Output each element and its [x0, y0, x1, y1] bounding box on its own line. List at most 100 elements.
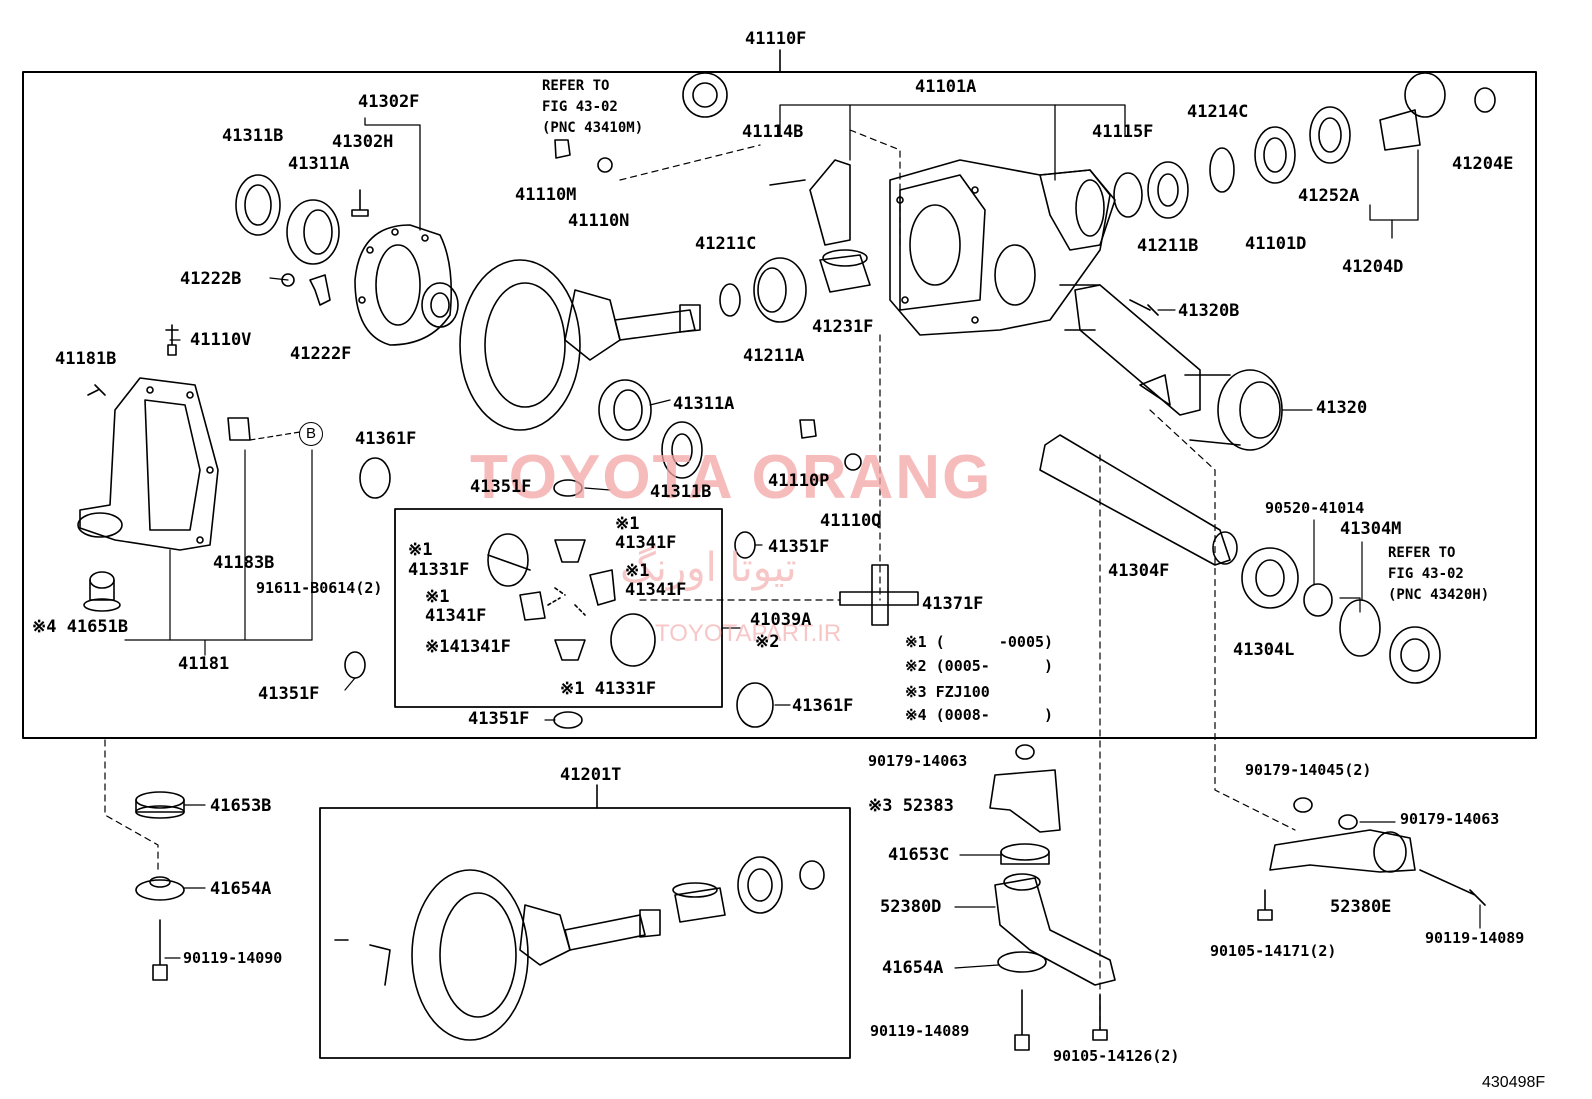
legend-line-2: ※2 (0005- )	[905, 657, 1054, 675]
pinion-41341F-b-drawing	[589, 569, 616, 606]
part-label-41304L[interactable]: 41304L	[1233, 640, 1295, 660]
part-label-41214C[interactable]: 41214C	[1187, 102, 1249, 122]
part-label-90119-14090[interactable]: 90119-14090	[183, 949, 283, 967]
bracket-52380E-drawing	[1269, 829, 1416, 873]
part-label-41320[interactable]: 41320	[1316, 398, 1368, 418]
part-label-90105-14126[interactable]: 90105-14126(2)	[1053, 1047, 1180, 1065]
part-label-41331F-lower[interactable]: ※1 41331F	[560, 679, 657, 699]
part-label-41341F-d[interactable]: ※141341F	[425, 637, 511, 657]
part-label-90119-14089[interactable]: 90119-14089	[870, 1022, 970, 1040]
part-label-41331F-upper[interactable]: ※1 41331F	[408, 540, 470, 580]
pinion-41341F-c-drawing	[519, 591, 546, 621]
part-label-41181B[interactable]: 41181B	[55, 349, 117, 369]
pinion-shaft-41039A-drawing	[547, 587, 586, 616]
part-label-90520-41014[interactable]: 90520-41014	[1265, 499, 1365, 517]
part-label-41114B[interactable]: 41114B	[742, 122, 804, 142]
part-label-41304M[interactable]: 41304M	[1340, 519, 1402, 539]
washer-41351F-left-drawing	[344, 651, 366, 679]
part-label-41351F-bottom[interactable]: 41351F	[468, 709, 530, 729]
bolt-41181B-drawing	[87, 384, 106, 396]
assembly-label: 41110F	[745, 29, 807, 49]
part-label-41302H[interactable]: 41302H	[332, 132, 394, 152]
part-label-41341F-c[interactable]: ※1 41341F	[425, 587, 487, 626]
housing-leader-lines	[779, 104, 1126, 136]
part-label-41204D[interactable]: 41204D	[1342, 257, 1404, 277]
part-label-41311B[interactable]: 41311B	[222, 126, 284, 146]
part-label-41311A-lower[interactable]: 41311A	[673, 394, 735, 414]
part-label-41351F-right[interactable]: 41351F	[768, 537, 830, 557]
part-label-41204E[interactable]: 41204E	[1452, 154, 1514, 174]
shim-41211C-drawing	[719, 283, 741, 317]
seal-41101D-drawing	[1254, 126, 1296, 184]
side-gear-41331F-lower-drawing	[610, 613, 656, 667]
part-label-note-2: ※2	[755, 632, 780, 652]
part-label-41211C[interactable]: 41211C	[695, 234, 757, 254]
part-label-41183B[interactable]: 41183B	[213, 553, 275, 573]
part-label-41201T[interactable]: 41201T	[560, 765, 622, 785]
part-label-41654A-right[interactable]: 41654A	[882, 958, 944, 978]
arm-52380D-drawing	[994, 873, 1116, 986]
part-label-41304F[interactable]: 41304F	[1108, 561, 1170, 581]
breather-41110V-drawing	[165, 324, 179, 356]
part-label-41231F[interactable]: 41231F	[812, 317, 874, 337]
part-label-41653C[interactable]: 41653C	[888, 845, 950, 865]
part-label-41110M[interactable]: 41110M	[515, 185, 577, 205]
part-label-41320B[interactable]: 41320B	[1178, 301, 1240, 321]
seal-41115F-drawing	[1113, 172, 1143, 218]
watermark-arabic: تیوتا اورنگ	[620, 545, 797, 591]
part-label-41101A[interactable]: 41101A	[915, 77, 977, 97]
part-label-41211A[interactable]: 41211A	[743, 346, 805, 366]
part-label-41341F-a[interactable]: ※1 41341F	[615, 514, 677, 553]
part-label-41101D[interactable]: 41101D	[1245, 234, 1307, 254]
part-label-41371F[interactable]: 41371F	[922, 594, 984, 614]
part-label-41651B[interactable]: ※4 41651B	[32, 617, 129, 637]
cushion-41653C-drawing	[1000, 843, 1050, 865]
shim-41214C-drawing	[1209, 147, 1235, 193]
part-label-41181[interactable]: 41181	[178, 654, 230, 674]
bracket-52383-drawing	[989, 769, 1061, 833]
part-label-41222F[interactable]: 41222F	[290, 344, 352, 364]
part-label-41211B[interactable]: 41211B	[1137, 236, 1199, 256]
part-label-41351F-left[interactable]: 41351F	[258, 684, 320, 704]
part-label-41110V[interactable]: 41110V	[190, 330, 252, 350]
refer-note-right: REFER TO FIG 43-02 (PNC 43420H)	[1388, 545, 1490, 603]
part-label-41115F[interactable]: 41115F	[1092, 122, 1154, 142]
part-label-90179-14063-right[interactable]: 90179-14063	[1400, 810, 1500, 828]
part-label-41222B[interactable]: 41222B	[180, 269, 242, 289]
part-label-41039A[interactable]: 41039A	[750, 610, 812, 630]
part-label-41302F[interactable]: 41302F	[358, 92, 420, 112]
part-label-41110Q[interactable]: 41110Q	[820, 511, 882, 531]
part-label-90119-14089-right[interactable]: 90119-14089	[1425, 929, 1525, 947]
part-label-52383[interactable]: ※3 52383	[868, 796, 954, 816]
part-label-52380D[interactable]: 52380D	[880, 897, 942, 917]
part-label-41252A[interactable]: 41252A	[1298, 186, 1360, 206]
part-label-90179-14045[interactable]: 90179-14045(2)	[1245, 761, 1372, 779]
axle-shaft-41304F-drawing	[1039, 434, 1238, 566]
nut-90179-14063-right-drawing	[1338, 814, 1358, 830]
part-label-41110N[interactable]: 41110N	[568, 211, 630, 231]
part-label-41311A[interactable]: 41311A	[288, 154, 350, 174]
part-label-41351F-upper[interactable]: 41351F	[470, 477, 532, 497]
bolt-90119-14090-drawing	[152, 919, 168, 981]
bearing-41304L-drawing	[1241, 547, 1299, 609]
bearing-41311B-drawing	[235, 174, 281, 236]
part-label-90179-14063[interactable]: 90179-14063	[868, 752, 968, 770]
part-label-91611-B0614[interactable]: 91611-B0614(2)	[256, 579, 383, 597]
insulator-41653B-drawing	[135, 791, 185, 819]
washer-41654A-right-drawing	[997, 951, 1047, 973]
part-label-41341F-b[interactable]: ※1 41341F	[625, 561, 687, 600]
part-label-41311B-lower[interactable]: 41311B	[650, 482, 712, 502]
mount-41651B-drawing	[83, 571, 121, 612]
bolt-41320B-drawing	[1129, 299, 1159, 316]
part-label-41110P[interactable]: 41110P	[768, 471, 830, 491]
gasket-41183B-drawing	[227, 417, 251, 441]
part-label-41361F-upper[interactable]: 41361F	[355, 429, 417, 449]
legend-line-3: ※3 FZJ100	[905, 683, 990, 701]
part-label-41361F-lower[interactable]: 41361F	[792, 696, 854, 716]
part-label-52380E[interactable]: 52380E	[1330, 897, 1392, 917]
part-label-41654A-left[interactable]: 41654A	[210, 879, 272, 899]
part-label-41653B[interactable]: 41653B	[210, 796, 272, 816]
part-label-90105-14171[interactable]: 90105-14171(2)	[1210, 942, 1337, 960]
